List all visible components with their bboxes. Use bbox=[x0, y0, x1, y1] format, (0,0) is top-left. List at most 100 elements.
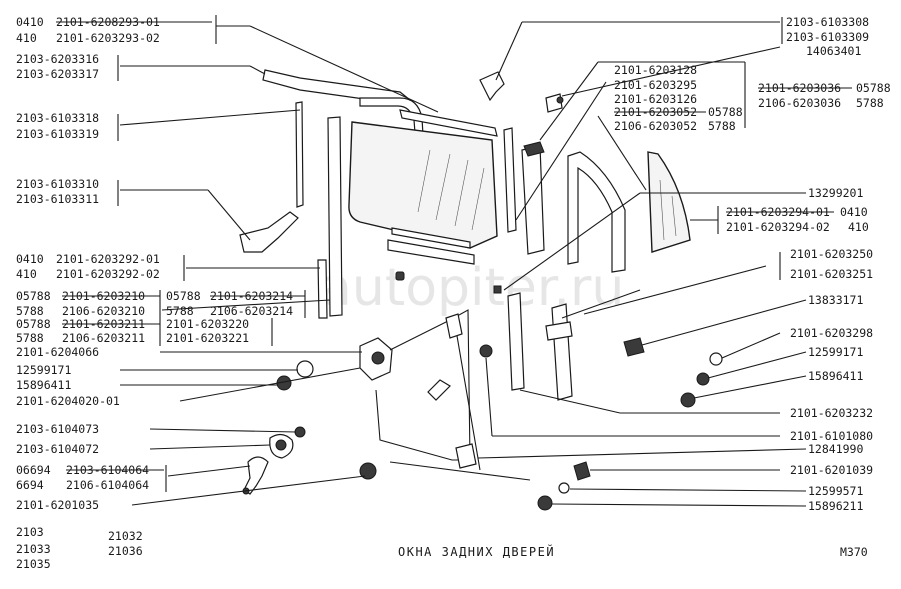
model-code: 21035 bbox=[16, 557, 51, 571]
label: 05788 bbox=[16, 289, 51, 303]
label: 2103-6203317 bbox=[16, 67, 99, 81]
page-title: ОКНА ЗАДНИХ ДВЕРЕЙ bbox=[398, 544, 555, 559]
bolt-6201039 bbox=[573, 461, 591, 481]
model-code: 21033 bbox=[16, 542, 51, 556]
label: 05788 bbox=[708, 105, 743, 119]
watermark: autopiter.ru bbox=[320, 258, 624, 318]
label: 0410 bbox=[16, 252, 44, 266]
nut-right bbox=[680, 392, 696, 408]
footer: 2103 21033 21035 21032 21036 ОКНА ЗАДНИХ… bbox=[16, 525, 868, 571]
model-code: 21036 bbox=[108, 544, 143, 558]
washer-12599571 bbox=[558, 482, 570, 494]
label: 5788 bbox=[166, 304, 194, 318]
label: 2101-6203220 bbox=[166, 317, 249, 331]
label: 2106-6203211 bbox=[62, 331, 145, 345]
vent-window-glass bbox=[647, 151, 691, 253]
label: 12599171 bbox=[808, 345, 863, 359]
labels-left: 0410 2101-6208293-01 410 2101-6203293-02… bbox=[16, 15, 306, 512]
label: 2106-6203210 bbox=[62, 304, 145, 318]
guide-rail-lower bbox=[507, 292, 525, 391]
label: 2103-6103311 bbox=[16, 192, 99, 206]
label: 5788 bbox=[16, 331, 44, 345]
guide-rail-a bbox=[503, 127, 517, 233]
label: 2106-6203214 bbox=[210, 304, 293, 318]
label: 2106-6203052 bbox=[614, 119, 697, 133]
vertical-channel-3 bbox=[317, 259, 328, 319]
label: 2101-6201039 bbox=[790, 463, 873, 477]
regulator-lower-bracket bbox=[455, 443, 477, 469]
label: 2101-6203232 bbox=[790, 406, 873, 420]
vertical-channel-1 bbox=[295, 101, 304, 208]
top-bracket bbox=[479, 71, 505, 102]
label: 5788 bbox=[856, 96, 884, 110]
glass-lower-strip bbox=[391, 227, 471, 249]
escutcheon-hub bbox=[275, 439, 287, 451]
regulator-lever bbox=[427, 379, 451, 401]
regulator-gear bbox=[371, 351, 385, 365]
label: 15896211 bbox=[808, 499, 863, 513]
regulator-cable-2 bbox=[455, 329, 481, 471]
washer-left-1 bbox=[296, 360, 314, 378]
guide-rail-cap bbox=[523, 141, 545, 157]
washer-right-1 bbox=[709, 352, 723, 366]
label: 12841990 bbox=[808, 442, 863, 456]
label: 5788 bbox=[708, 119, 736, 133]
washer-right-2 bbox=[696, 372, 710, 386]
label: 2103-6103309 bbox=[786, 30, 869, 44]
leader-lines bbox=[119, 15, 807, 507]
label: 2106-6203036 bbox=[758, 96, 841, 110]
label: 15896411 bbox=[16, 378, 71, 392]
label: 2101-6203298 bbox=[790, 326, 873, 340]
label: 0410 bbox=[16, 15, 44, 29]
label: 12599571 bbox=[808, 484, 863, 498]
label: 0410 bbox=[840, 205, 868, 219]
label: 5788 bbox=[16, 304, 44, 318]
labels-right: 2103-6103308 2103-6103309 14063401 2101-… bbox=[614, 15, 891, 513]
label: 2103-6103310 bbox=[16, 177, 99, 191]
label: 05788 bbox=[856, 81, 891, 95]
bushing-6201035 bbox=[359, 462, 377, 480]
model-code: 2103 bbox=[16, 525, 44, 539]
label: 410 bbox=[16, 31, 37, 45]
label: 2101-6201035 bbox=[16, 498, 99, 512]
nut-15896211 bbox=[537, 495, 553, 511]
glass-outer-seal bbox=[399, 109, 498, 137]
label: 2101-6203126 bbox=[614, 92, 697, 106]
label: 06694 bbox=[16, 463, 51, 477]
label: 14063401 bbox=[806, 44, 861, 58]
parts-drawing bbox=[119, 15, 807, 511]
label: 2101-6101080 bbox=[790, 429, 873, 443]
label: 6694 bbox=[16, 478, 44, 492]
vertical-channel-2 bbox=[327, 116, 343, 317]
label: 2101-6204066 bbox=[16, 345, 99, 359]
label: 05788 bbox=[166, 289, 201, 303]
label: 2103-6103319 bbox=[16, 127, 99, 141]
glass-clip bbox=[395, 271, 405, 281]
rear-channel-bracket bbox=[545, 321, 573, 341]
label: 2106-6104064 bbox=[66, 478, 149, 492]
label: 2101-6203221 bbox=[166, 331, 249, 345]
label: 2103-6104072 bbox=[16, 442, 99, 456]
label: 2103-6103318 bbox=[16, 111, 99, 125]
rail-clip bbox=[493, 285, 502, 294]
label: 2101-6203250 bbox=[790, 247, 873, 261]
label: 15896411 bbox=[808, 369, 863, 383]
label: 13299201 bbox=[808, 186, 863, 200]
label: 2101-6204020-01 bbox=[16, 394, 120, 408]
guide-rail-b bbox=[521, 145, 545, 255]
label: 2101-6203292-02 bbox=[56, 267, 160, 281]
label: 2101-6203294-02 bbox=[726, 220, 830, 234]
regulator-pulley-top bbox=[445, 313, 463, 339]
label: 2101-6203292-01 bbox=[56, 252, 160, 266]
label: 410 bbox=[848, 220, 869, 234]
label: 2101-6203295 bbox=[614, 78, 697, 92]
label: 05788 bbox=[16, 317, 51, 331]
model-code: 21032 bbox=[108, 529, 143, 543]
label: 2103-6104073 bbox=[16, 422, 99, 436]
bolt-13833171 bbox=[623, 337, 645, 357]
channel-bracket bbox=[239, 211, 299, 253]
label: 13833171 bbox=[808, 293, 863, 307]
label: 2101-6203251 bbox=[790, 267, 873, 281]
label: 2103-6203316 bbox=[16, 52, 99, 66]
